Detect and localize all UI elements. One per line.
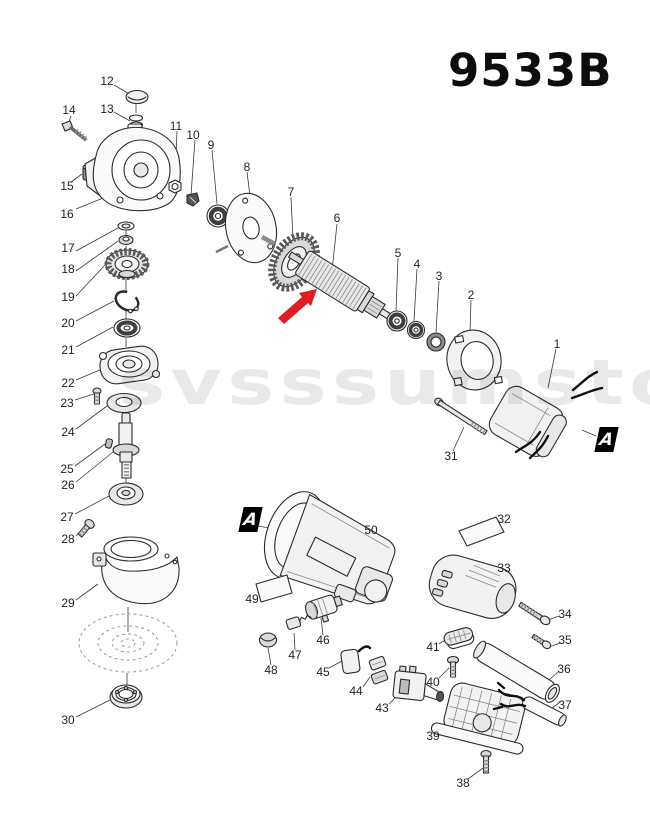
part-49-name-plate-drawing bbox=[255, 574, 293, 603]
part-47-carbon-brush-drawing bbox=[285, 614, 312, 630]
part-label-26: 26 bbox=[61, 478, 75, 492]
part-25-key-drawing bbox=[104, 438, 114, 449]
part-label-37: 37 bbox=[558, 698, 572, 712]
part-label-32: 32 bbox=[497, 512, 511, 526]
part-label-17: 17 bbox=[61, 241, 75, 255]
part-36-tube-drawing bbox=[473, 640, 560, 703]
part-43-switch-drawing bbox=[392, 665, 445, 702]
part-label-4: 4 bbox=[413, 257, 421, 271]
part-label-30: 30 bbox=[61, 713, 75, 727]
part-label-49: 49 bbox=[245, 592, 259, 606]
part-35-screw-drawing bbox=[531, 633, 552, 650]
part-38-screw-drawing bbox=[480, 749, 492, 774]
part-10-clamp-drawing bbox=[186, 192, 200, 207]
part-44-terminals-drawing bbox=[368, 655, 389, 685]
part-24-flange-drawing bbox=[106, 392, 142, 414]
part-40-screw-drawing bbox=[446, 655, 460, 678]
part-label-6: 6 bbox=[333, 211, 341, 225]
part-label-7: 7 bbox=[287, 185, 295, 199]
part-27-inner-flange-drawing bbox=[108, 482, 144, 506]
part-label-38: 38 bbox=[456, 776, 470, 790]
part-22-bearing-box-drawing bbox=[98, 345, 161, 385]
part-30-lock-nut-drawing bbox=[109, 684, 143, 709]
part-48-brush-cap-drawing bbox=[258, 632, 278, 648]
part-4-ball-bearing-drawing bbox=[406, 320, 426, 340]
part-label-40: 40 bbox=[426, 675, 440, 689]
part-5-ball-bearing-drawing bbox=[386, 310, 408, 332]
part-label-18: 18 bbox=[61, 262, 75, 276]
part-label-3: 3 bbox=[435, 269, 443, 283]
part-39-rear-cover-drawing bbox=[430, 682, 526, 755]
part-16-gear-housing-drawing bbox=[84, 123, 181, 212]
part-45-condenser-drawing bbox=[340, 645, 372, 675]
part-label-48: 48 bbox=[264, 663, 278, 677]
part-12-cap-drawing bbox=[125, 89, 149, 105]
part-26-spindle-drawing bbox=[112, 412, 140, 479]
part-29-wheel-guard-drawing bbox=[92, 536, 180, 605]
part-8-bearing-plate-drawing bbox=[224, 192, 278, 264]
part-label-46: 46 bbox=[316, 633, 330, 647]
part-label-10: 10 bbox=[186, 128, 200, 142]
part-20-retaining-ring-drawing bbox=[114, 290, 140, 314]
part-50-motor-housing-drawing bbox=[263, 491, 396, 605]
part-label-28: 28 bbox=[61, 532, 75, 546]
part-label-43: 43 bbox=[375, 701, 389, 715]
part-label-19: 19 bbox=[61, 290, 75, 304]
part-17-washer-drawing bbox=[117, 221, 135, 231]
part-label-21: 21 bbox=[61, 343, 75, 357]
assembly-axis-lines bbox=[125, 104, 137, 685]
part-14-bolt-drawing bbox=[61, 120, 89, 142]
part-18-cup-washer-drawing bbox=[118, 234, 134, 246]
part-31-long-bolt-drawing bbox=[434, 397, 488, 436]
part-label-47: 47 bbox=[288, 648, 302, 662]
part-2-baffle-plate-drawing bbox=[446, 329, 503, 391]
part-label-14: 14 bbox=[62, 103, 76, 117]
part-21-ball-bearing-drawing bbox=[113, 318, 141, 338]
part-label-22: 22 bbox=[61, 376, 75, 390]
part-41-slide-button-drawing bbox=[443, 627, 475, 650]
part-label-27: 27 bbox=[60, 510, 74, 524]
part-label-50: 50 bbox=[364, 523, 378, 537]
part-label-23: 23 bbox=[60, 396, 74, 410]
part-label-11: 11 bbox=[169, 119, 183, 133]
part-label-25: 25 bbox=[60, 462, 74, 476]
part-label-33: 33 bbox=[497, 561, 511, 575]
part-19-spiral-bevel-gear-drawing bbox=[104, 248, 150, 280]
part-label-34: 34 bbox=[558, 607, 572, 621]
part-46-brush-holder-drawing bbox=[305, 594, 343, 623]
grinding-wheel-dashed-drawing bbox=[78, 613, 178, 673]
part-label-44: 44 bbox=[349, 684, 363, 698]
part-label-16: 16 bbox=[60, 207, 74, 221]
part-label-9: 9 bbox=[207, 138, 215, 152]
part-1-field-stator-drawing bbox=[488, 370, 604, 460]
part-34-long-screw-drawing bbox=[518, 601, 551, 626]
part-label-36: 36 bbox=[557, 662, 571, 676]
part-33-handle-cover-drawing bbox=[428, 554, 517, 619]
part-label-31: 31 bbox=[444, 449, 458, 463]
part-label-8: 8 bbox=[243, 160, 251, 174]
part-label-29: 29 bbox=[61, 596, 75, 610]
part-32-label-sticker-drawing bbox=[458, 516, 505, 547]
part-label-35: 35 bbox=[558, 633, 572, 647]
part-label-1: 1 bbox=[553, 337, 561, 351]
part-label-2: 2 bbox=[467, 288, 475, 302]
pointer-arrow bbox=[278, 289, 317, 324]
part-11-nut-drawing bbox=[168, 179, 182, 194]
part-label-15: 15 bbox=[60, 179, 74, 193]
part-label-45: 45 bbox=[316, 665, 330, 679]
model-number-title: 9533B bbox=[448, 44, 613, 97]
part-3-ring-drawing bbox=[426, 332, 446, 352]
part-37-cord-guard-drawing bbox=[492, 681, 567, 727]
part-label-12: 12 bbox=[100, 74, 114, 88]
part-label-5: 5 bbox=[394, 246, 402, 260]
part-label-24: 24 bbox=[61, 425, 75, 439]
part-8-stub bbox=[215, 244, 229, 254]
part-23-screw-drawing bbox=[92, 387, 102, 405]
part-label-20: 20 bbox=[61, 316, 75, 330]
part-label-13: 13 bbox=[100, 102, 114, 116]
part-28-screw-drawing bbox=[77, 518, 95, 538]
part-label-41: 41 bbox=[426, 640, 440, 654]
part-label-39: 39 bbox=[426, 729, 440, 743]
